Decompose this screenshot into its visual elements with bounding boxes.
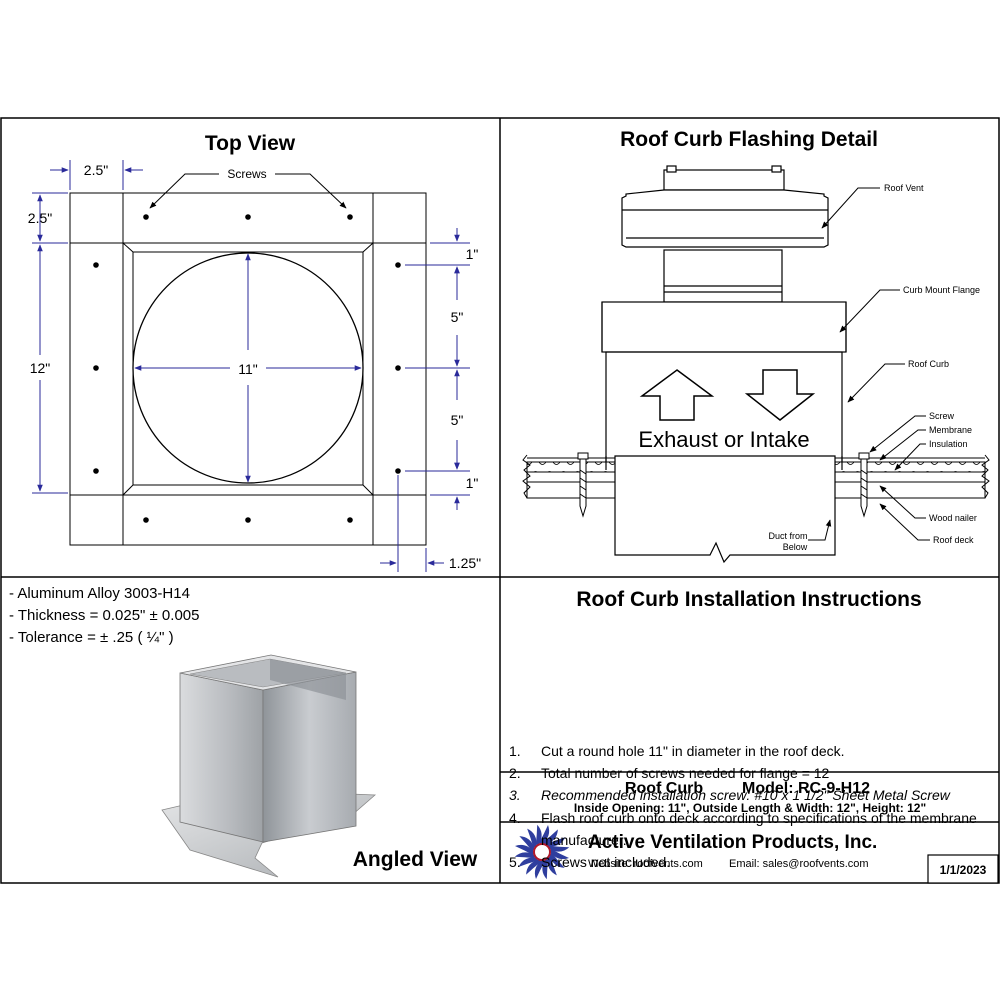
callout-wood-nailer: Wood nailer [929,513,977,523]
angled-view-render [161,654,377,878]
company-logo [514,824,570,880]
callout-membrane: Membrane [929,425,972,435]
dim-spacing-lower: 5" [451,412,464,428]
callout-duct-line1: Duct from [768,531,807,541]
dimension-lines [32,160,470,572]
screw-drawing [577,452,870,518]
dim-spacing-upper: 5" [451,309,464,325]
flashing-detail-title: Roof Curb Flashing Detail [620,128,878,151]
instruction-item: 4.Flash roof curb onto deck according to… [509,809,977,848]
dim-flange-width: 2.5" [84,162,108,178]
callout-leaders [808,187,930,541]
dim-inside-opening: 11" [238,361,258,377]
date-box [927,854,999,884]
dim-edge-offset-side: 1.25" [449,555,481,571]
dim-outside-length: 12" [30,360,51,376]
company-date: 1/1/2023 [940,863,987,877]
instruction-item: 1.Cut a round hole 11" in diameter in th… [509,743,845,759]
flashing-detail: Roof Curb Flashing Detail Exhaust or Int… [522,128,990,564]
drawing-canvas: Top View Screws [0,117,1000,884]
callout-roof-curb: Roof Curb [908,359,949,369]
intake-arrow-icon [744,369,816,421]
callout-roof-vent: Roof Vent [884,183,924,193]
company-website: Website: roofvents.com [588,858,703,870]
angled-view-label: Angled View [353,848,478,871]
product-model: Model: RC-9-H12 [742,780,870,797]
sheet-frame [0,117,1000,884]
duct-drawing [614,455,836,564]
top-view: Top View Screws [28,132,481,572]
flange-outline [69,192,427,546]
spec-thickness: - Thickness = 0.025" ± 0.005 [9,607,199,624]
spec-material: - Aluminum Alloy 3003-H14 [9,585,190,602]
callout-roof-deck: Roof deck [933,535,974,545]
dim-edge-offset-bottom: 1" [466,475,479,491]
instructions-list: 1.Cut a round hole 11" in diameter in th… [509,740,989,873]
round-opening [132,252,364,484]
callout-screw: Screw [929,411,955,421]
roof-vent-drawing [621,165,829,303]
top-view-title: Top View [205,132,296,155]
screws-label: Screws [227,167,266,181]
instruction-item: 3.Recommended installation screw: #10 x … [509,787,950,804]
company-footer: Active Ventilation Products, Inc. Websit… [514,824,999,884]
exhaust-arrow-icon [639,369,715,421]
screws-leader-right [275,173,347,209]
callout-duct-line2: Below [783,542,808,552]
exhaust-intake-label: Exhaust or Intake [638,427,809,452]
spec-tolerance: - Tolerance = ± .25 ( ¼" ) [9,629,174,646]
company-name: Active Ventilation Products, Inc. [588,832,877,853]
product-dimensions: Inside Opening: 11", Outside Length & Wi… [574,801,926,815]
callout-curb-mount-flange: Curb Mount Flange [903,285,980,295]
specs-panel: - Aluminum Alloy 3003-H14 - Thickness = … [9,585,478,878]
callout-insulation: Insulation [929,439,968,449]
instruction-item: 5.Screws not included. [509,854,671,871]
dim-edge-offset-top: 1" [466,246,479,262]
screws-leader-left [149,173,219,209]
drawing-sheet: Top View Screws [0,117,1000,884]
company-email: Email: sales@roofvents.com [729,858,869,870]
instruction-item: 2.Total number of screws needed for flan… [509,765,830,782]
instructions-title: Roof Curb Installation Instructions [576,588,921,611]
screw-holes [93,214,401,523]
product-info: Roof Curb Model: RC-9-H12 Inside Opening… [574,780,926,815]
dim-flange-height: 2.5" [28,210,52,226]
product-name: Roof Curb [625,780,703,797]
